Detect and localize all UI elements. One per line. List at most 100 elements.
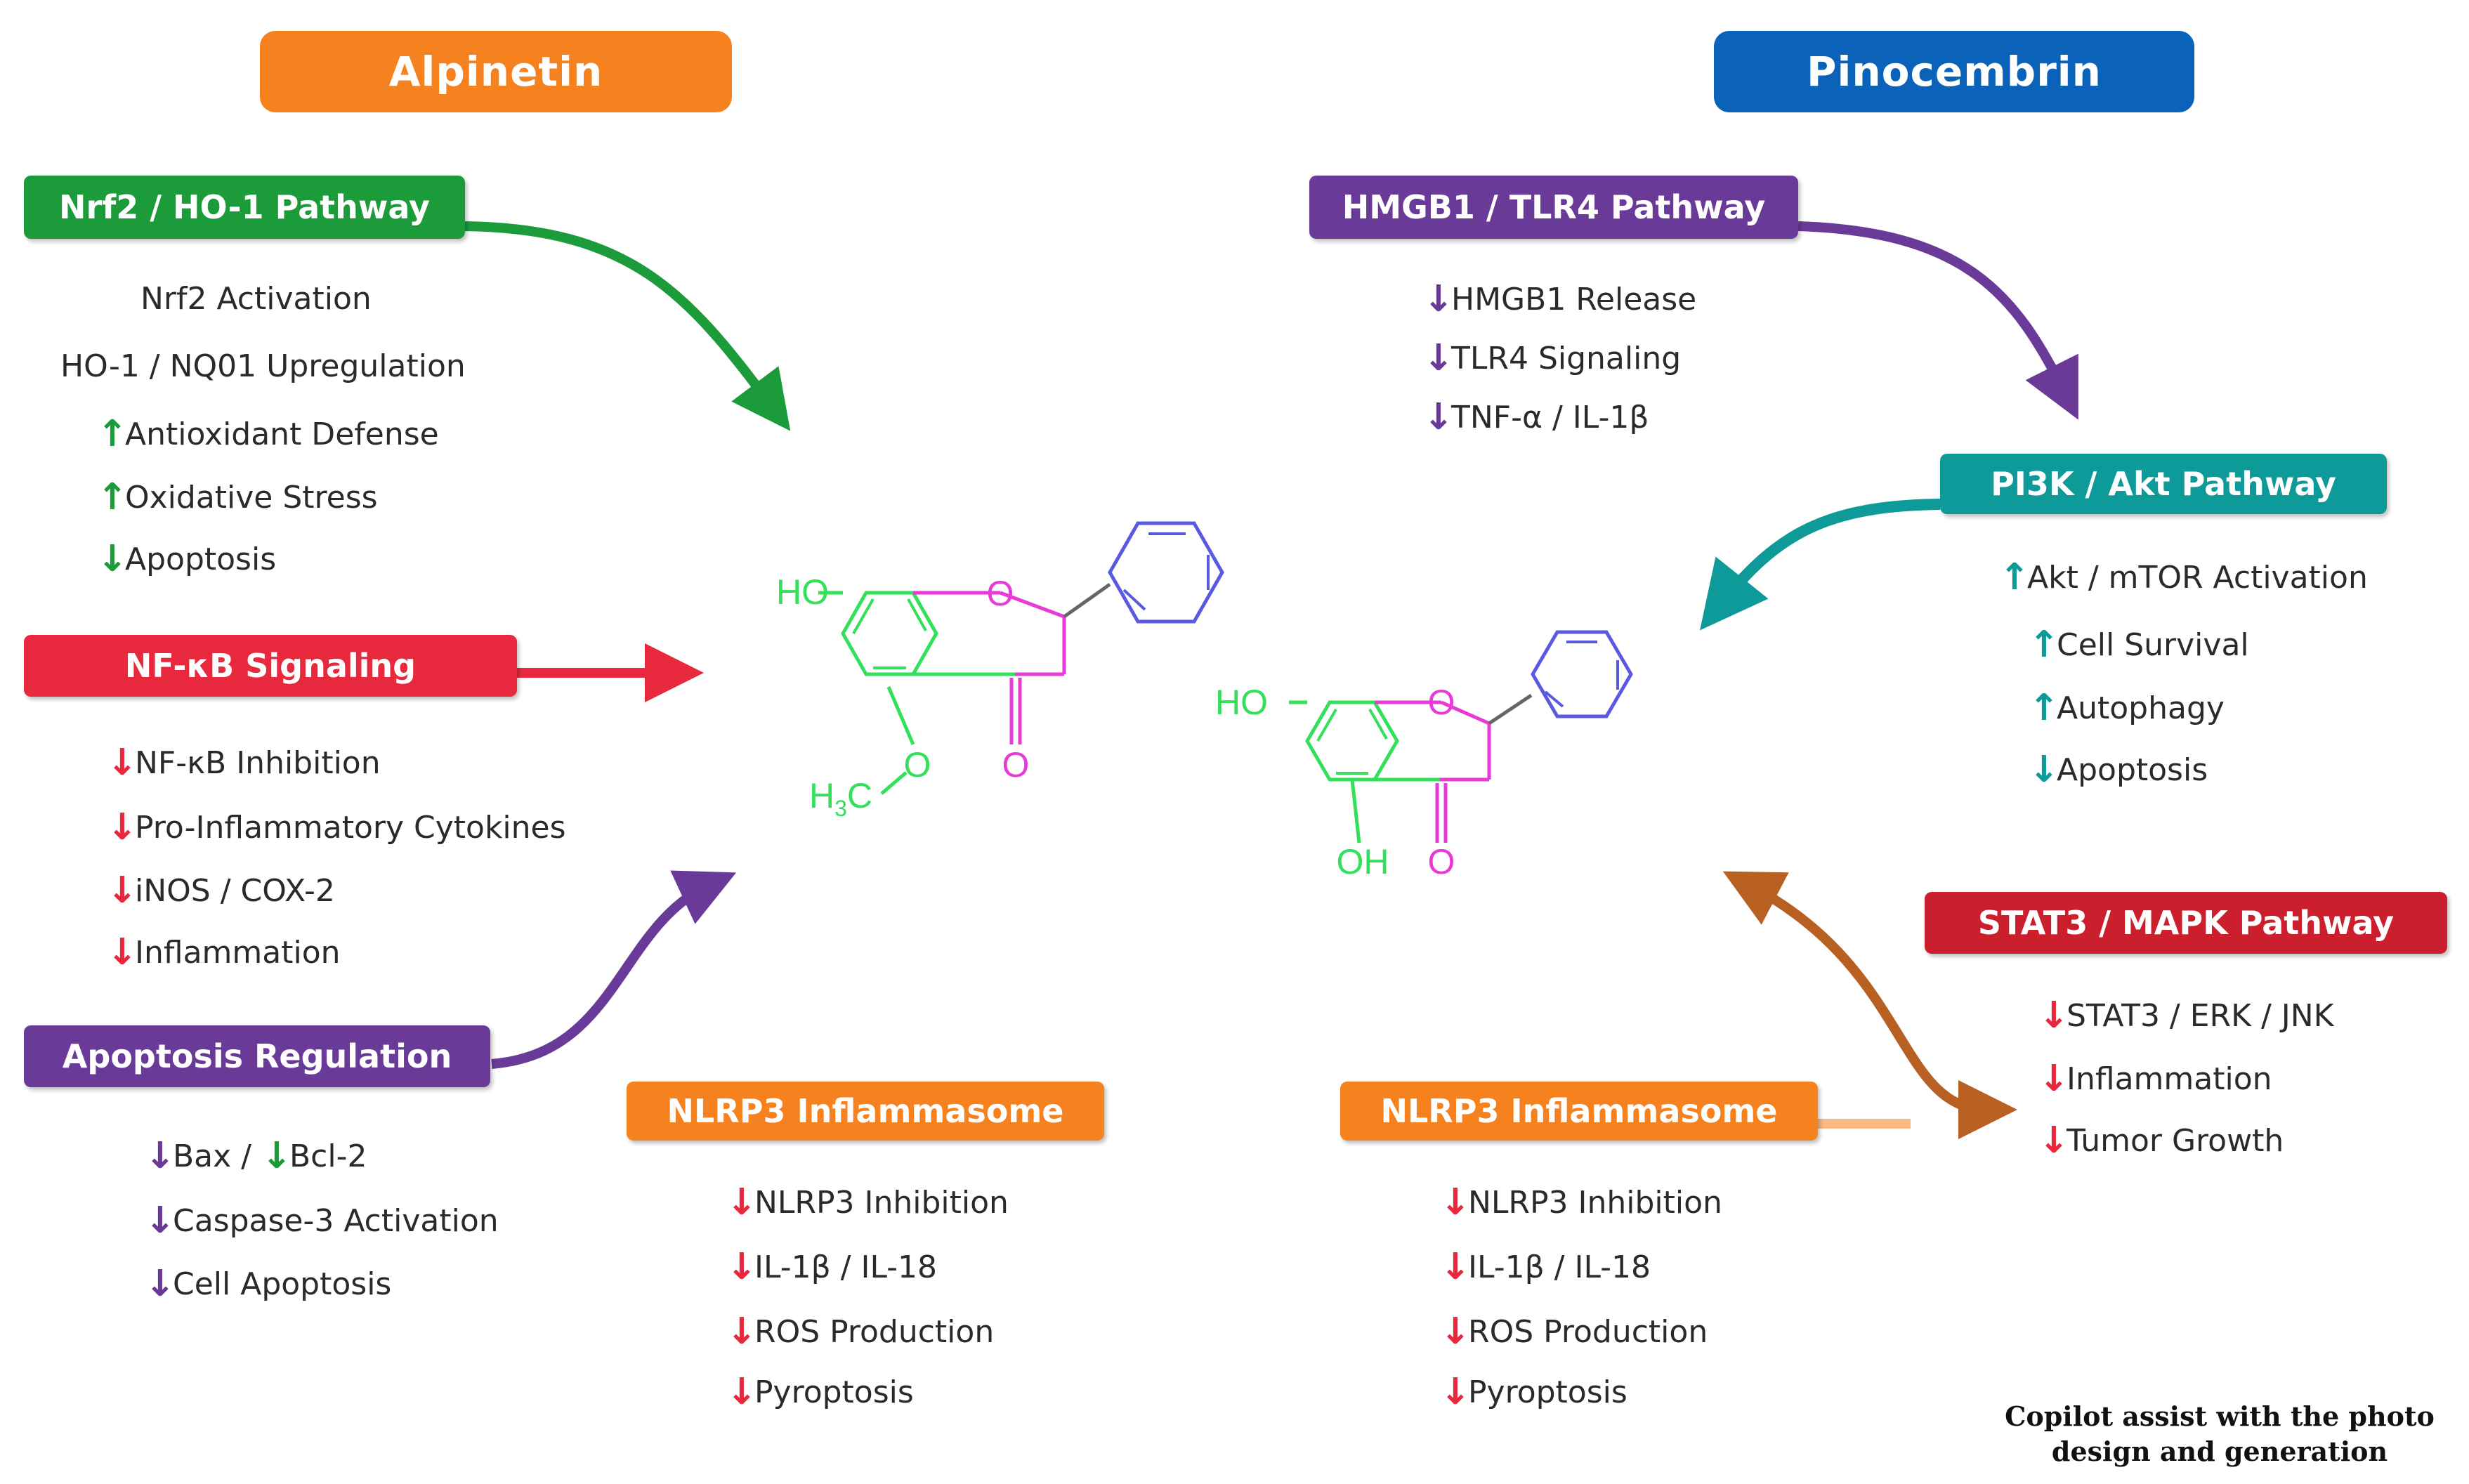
list-item: ↓ ROS Production — [726, 1313, 994, 1350]
down-arrow-icon: ↓ — [726, 1181, 757, 1223]
stat3-connector-arrow — [1722, 871, 2017, 1139]
list-item-text: ROS Production — [754, 1313, 995, 1350]
list-item-text: Bax / — [173, 1138, 251, 1174]
list-item: ↓ IL-1β / IL-18 — [1440, 1249, 1651, 1285]
up-arrow-icon: ↑ — [97, 476, 128, 518]
list-item-text: Autophagy — [2057, 690, 2225, 726]
pi3k-pathway-header: PI3K / Akt Pathway — [1940, 454, 2387, 514]
up-arrow-icon: ↑ — [2029, 624, 2059, 666]
list-item: ↓ TNF-α / IL-1β — [1423, 399, 1649, 435]
down-arrow-icon: ↓ — [1440, 1311, 1471, 1353]
down-arrow-icon: ↓ — [1440, 1371, 1471, 1413]
alpinetin-keto-oxygen: O — [1002, 745, 1030, 784]
alpinetin-methyl-label: H3C — [809, 776, 872, 821]
methyl-sub: 3 — [834, 796, 847, 821]
list-item-text: Nrf2 Activation — [140, 281, 372, 317]
nfkb-signaling-header: NF-κB Signaling — [24, 635, 517, 697]
list-item-text: ROS Production — [1468, 1313, 1708, 1350]
nrf2-pathway-header: Nrf2 / HO-1 Pathway — [24, 176, 465, 239]
down-arrow-icon: ↓ — [726, 1246, 757, 1288]
list-item: ↓ NF-κB Inhibition — [107, 744, 381, 781]
list-item: ↓ Bax / ↓ Bcl-2 — [145, 1138, 367, 1174]
list-item: ↓ Apoptosis — [97, 541, 276, 577]
list-item: ↓ Inflammation — [2038, 1061, 2272, 1097]
list-item: HO-1 / NQ01 Upregulation — [60, 348, 466, 384]
hmgb1-connector-arrow — [1797, 221, 2078, 420]
list-item: ↓ IL-1β / IL-18 — [726, 1249, 937, 1285]
apoptosis-connector-arrow — [491, 870, 737, 1069]
alpinetin-ho-label: HO — [776, 572, 829, 612]
up-arrow-icon: ↑ — [1999, 556, 2030, 598]
list-item-text: Apoptosis — [125, 541, 277, 577]
alpinetin-ring-oxygen: O — [987, 574, 1014, 613]
list-item-text-2: Bcl-2 — [289, 1138, 367, 1174]
list-item: ↓ Caspase-3 Activation — [145, 1202, 499, 1239]
nlrp3-inflammasome-header-right: NLRP3 Inflammasome — [1340, 1082, 1818, 1141]
list-item: ↑ Akt / mTOR Activation — [1999, 559, 2368, 596]
list-item-text: iNOS / COX-2 — [135, 872, 335, 909]
list-item: ↓ ROS Production — [1440, 1313, 1708, 1350]
list-item-text: IL-1β / IL-18 — [1468, 1249, 1651, 1285]
list-item: Nrf2 Activation — [140, 281, 372, 317]
list-item: ↓ Apoptosis — [2029, 751, 2208, 788]
list-item-text: Oxidative Stress — [125, 479, 378, 516]
down-arrow-icon: ↓ — [1423, 396, 1454, 438]
hmgb1-pathway-header: HMGB1 / TLR4 Pathway — [1309, 176, 1798, 239]
down-arrow-icon: ↓ — [2038, 1119, 2069, 1162]
apoptosis-regulation-header: Apoptosis Regulation — [24, 1025, 490, 1087]
down-arrow-icon: ↓ — [261, 1135, 292, 1177]
pinocembrin-keto-oxygen: O — [1428, 842, 1455, 881]
list-item: ↓ Tumor Growth — [2038, 1122, 2284, 1159]
pinocembrin-ho-label: HO — [1215, 683, 1268, 722]
list-item-text: Pyroptosis — [754, 1374, 914, 1410]
list-item-text: TNF-α / IL-1β — [1451, 399, 1649, 435]
credit-line-2: design and generation — [2051, 1436, 2388, 1467]
down-arrow-icon: ↓ — [2029, 749, 2059, 791]
list-item: ↑ Autophagy — [2029, 690, 2225, 726]
methyl-h: H — [809, 776, 834, 815]
pinocembrin-title: Pinocembrin — [1714, 31, 2194, 112]
nlrp3-inflammasome-header-left: NLRP3 Inflammasome — [627, 1082, 1104, 1141]
alpinetin-title: Alpinetin — [260, 31, 732, 112]
list-item: ↑ Antioxidant Defense — [97, 416, 439, 452]
list-item-text: HO-1 / NQ01 Upregulation — [60, 348, 466, 384]
down-arrow-icon: ↓ — [1440, 1181, 1471, 1223]
list-item-text: Akt / mTOR Activation — [2027, 559, 2368, 596]
list-item-text: Cell Survival — [2057, 626, 2249, 663]
up-arrow-icon: ↑ — [2029, 687, 2059, 729]
list-item: ↓ STAT3 / ERK / JNK — [2038, 997, 2334, 1034]
list-item-text: Pyroptosis — [1468, 1374, 1628, 1410]
down-arrow-icon: ↓ — [145, 1263, 176, 1305]
list-item-text: Caspase-3 Activation — [173, 1202, 499, 1239]
alpinetin-structure: HO O O O H3C — [776, 521, 1224, 821]
alpinetin-methoxy-oxygen: O — [904, 745, 931, 784]
list-item-text: NLRP3 Inhibition — [1468, 1184, 1722, 1221]
list-item: ↓ Pyroptosis — [1440, 1374, 1628, 1410]
down-arrow-icon: ↓ — [726, 1311, 757, 1353]
pinocembrin-ring-oxygen: O — [1428, 683, 1455, 722]
stat3-mapk-header: STAT3 / MAPK Pathway — [1925, 892, 2447, 954]
pinocembrin-oh-label: OH — [1337, 842, 1389, 881]
down-arrow-icon: ↓ — [107, 742, 138, 784]
list-item: ↓ Inflammation — [107, 934, 341, 971]
down-arrow-icon: ↓ — [145, 1200, 176, 1242]
pi3k-connector-arrow — [1700, 499, 1941, 631]
nrf2-connector-arrow — [456, 221, 791, 431]
down-arrow-icon: ↓ — [107, 931, 138, 973]
list-item: ↓ Pyroptosis — [726, 1374, 914, 1410]
list-item: ↓ HMGB1 Release — [1423, 281, 1696, 317]
credit-note: Copilot assist with the photo design and… — [1988, 1399, 2451, 1469]
up-arrow-icon: ↑ — [97, 413, 128, 455]
list-item-text: Pro-Inflammatory Cytokines — [135, 809, 566, 846]
list-item-text: TLR4 Signaling — [1451, 340, 1682, 376]
down-arrow-icon: ↓ — [2038, 1058, 2069, 1100]
list-item-text: Apoptosis — [2057, 751, 2208, 788]
down-arrow-icon: ↓ — [1423, 337, 1454, 379]
down-arrow-icon: ↓ — [145, 1135, 176, 1177]
list-item-text: Inflammation — [135, 934, 341, 971]
list-item: ↓ TLR4 Signaling — [1423, 340, 1681, 376]
list-item-text: Inflammation — [2067, 1061, 2272, 1097]
pinocembrin-structure: HO O O OH — [1215, 630, 1633, 881]
down-arrow-icon: ↓ — [97, 538, 128, 580]
